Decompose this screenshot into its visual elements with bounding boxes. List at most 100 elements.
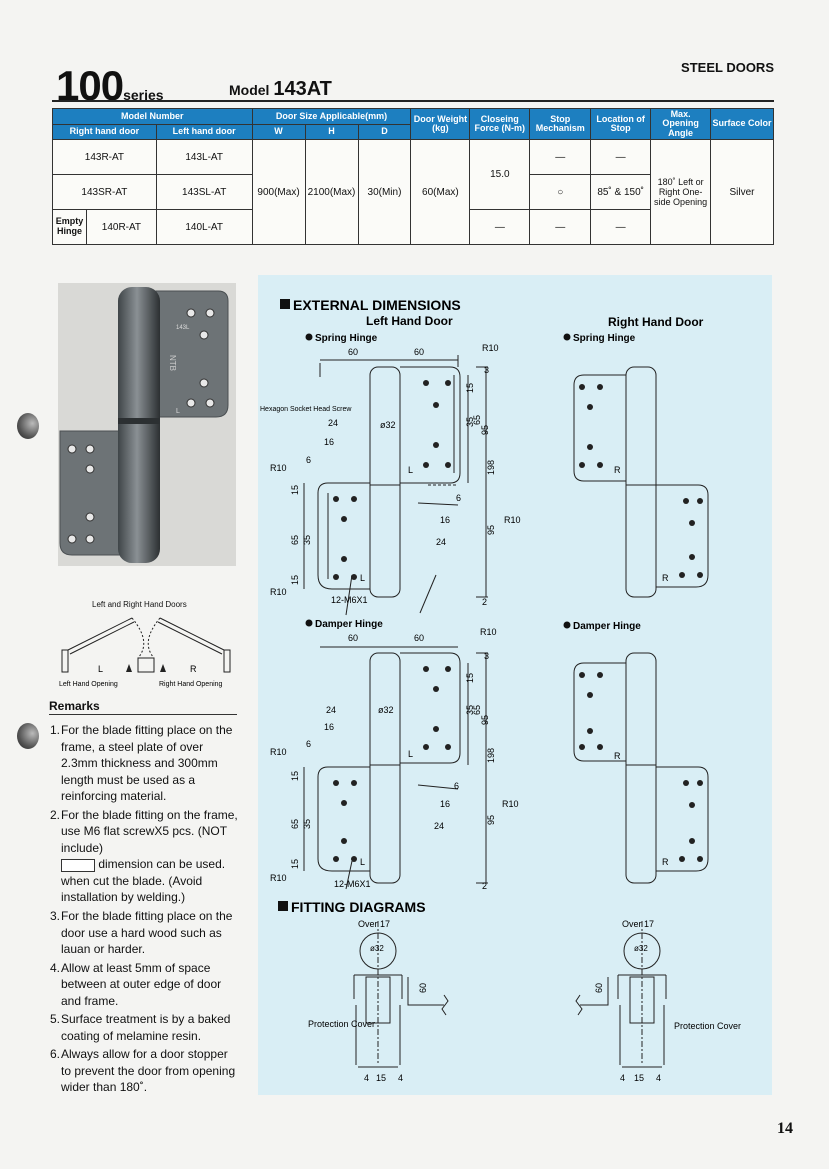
cell-force: — [469, 209, 531, 246]
category-label: STEEL DOORS [681, 60, 774, 75]
th-location-of-stop: Location of Stop [590, 107, 652, 141]
remark-num: 2. [50, 807, 61, 822]
remark-text: For the blade fitting place on the frame… [61, 723, 233, 804]
over17-label: Over 17 [622, 919, 654, 929]
dim-60: 60 [414, 633, 424, 643]
dim-2: 2 [482, 881, 487, 891]
bullet [305, 619, 313, 627]
dim-r10: R10 [482, 343, 499, 353]
cell-right-model: 143R-AT [52, 139, 157, 176]
th-right-hand: Right hand door [52, 123, 157, 141]
spring-hinge-left-label: Spring Hinge [315, 333, 378, 344]
cell-force: 15.0 [469, 139, 531, 211]
bullet [563, 333, 571, 341]
plate-side: L [176, 408, 180, 415]
list-item: 4.Allow at least 5mm of space between at… [50, 960, 238, 1010]
dim-60: 60 [348, 347, 358, 357]
cell-d: 30(Min) [357, 139, 412, 246]
mark-r: R [662, 857, 669, 867]
cell-right-model: 140R-AT [101, 221, 142, 233]
dim-15: 15 [465, 673, 475, 683]
list-item: 5.Surface treatment is by a baked coatin… [50, 1011, 238, 1044]
dim-16: 16 [440, 799, 450, 809]
mark-l: L [360, 857, 365, 867]
dim-24: 24 [436, 537, 446, 547]
doors-diagram: L R Left Hand Opening Right Hand Opening [59, 617, 231, 688]
th-closing-force: Closeing Force (N-m) [469, 107, 531, 141]
right-hand-door-title: Right Hand Door [608, 315, 704, 329]
list-item: 2.For the blade fitting on the frame, us… [50, 807, 238, 906]
cell-location: — [590, 139, 652, 176]
cell-stop: ○ [529, 174, 592, 211]
dimension-labels: 60 60 R10 Hexagon Socket Head Screw 24 1… [260, 343, 741, 1083]
dim-4: 4 [398, 1073, 403, 1083]
dim-phi32: ø32 [380, 420, 396, 430]
cell-stop: — [529, 139, 592, 176]
model-prefix: Model [229, 82, 270, 98]
dim-4: 4 [656, 1073, 661, 1083]
dim-15: 15 [465, 383, 475, 393]
empty-hinge-label: Empty Hinge [53, 210, 87, 245]
dim-198: 198 [486, 748, 496, 763]
spring-hinge-right-label: Spring Hinge [573, 333, 636, 344]
dim-phi32: ø32 [634, 944, 648, 953]
dim-6: 6 [306, 739, 311, 749]
dim-r10: R10 [270, 873, 287, 883]
dim-r10: R10 [270, 463, 287, 473]
dim-95: 95 [480, 425, 490, 435]
remark-text: For the blade fitting place on the door … [61, 909, 233, 957]
left-hand-opening: Left Hand Opening [59, 681, 118, 688]
dim-60: 60 [418, 983, 428, 993]
table-row: Empty Hinge 140R-AT 140L-AT — — — [52, 209, 774, 246]
dim-95: 95 [480, 715, 490, 725]
th-door-weight: Door Weight (kg) [410, 107, 471, 141]
remark-text: For the blade fitting on the frame, use … [61, 807, 238, 855]
dim-60: 60 [594, 983, 604, 993]
mark-l: L [408, 465, 413, 475]
dim-6: 6 [306, 455, 311, 465]
dim-60: 60 [348, 633, 358, 643]
dim-4: 4 [364, 1073, 369, 1083]
cell-left-model: 143SL-AT [155, 174, 253, 211]
dim-65: 65 [290, 535, 300, 545]
remark-num: 6. [50, 1047, 61, 1062]
model-number: 143AT [273, 78, 332, 100]
page-number: 14 [777, 1120, 793, 1137]
th-h: H [304, 123, 359, 141]
th-surface-color: Surface Color [710, 107, 774, 141]
mark-l: L [408, 749, 413, 759]
plate-brand: NTB [168, 355, 177, 371]
remarks-rule [49, 714, 237, 715]
cell-left-model: 140L-AT [155, 209, 253, 246]
dim-35: 35 [302, 819, 312, 829]
th-w: W [251, 123, 306, 141]
cell-empty-hinge-right: Empty Hinge 140R-AT [52, 209, 157, 246]
dim-15: 15 [290, 859, 300, 869]
remark-text: dimension can be used. when cut the blad… [61, 857, 226, 905]
th-door-size: Door Size Applicable(mm) [251, 108, 412, 125]
doors-diagram-title: Left and Right Hand Doors [92, 600, 187, 609]
table-row: 143R-AT 143L-AT 900(Max) 2100(Max) 30(Mi… [52, 139, 774, 246]
screw-spec: 12-M6X1 [331, 595, 368, 605]
hex-screw-label: Hexagon Socket Head Screw [260, 406, 352, 413]
remark-num: 4. [50, 960, 61, 975]
binder-hole [17, 723, 39, 749]
dim-16: 16 [440, 515, 450, 525]
dim-35: 35 [465, 417, 475, 427]
dim-35: 35 [465, 705, 475, 715]
dim-16: 16 [324, 722, 334, 732]
cell-color: Silver [710, 139, 774, 246]
remark-text: Surface treatment is by a baked coating … [61, 1012, 231, 1043]
dim-6: 6 [454, 781, 459, 791]
dim-2: 2 [482, 597, 487, 607]
dim-95: 95 [486, 815, 496, 825]
mark-r: R [614, 465, 621, 475]
cell-location: — [590, 209, 652, 246]
th-left-hand: Left hand door [155, 123, 253, 141]
technical-drawings: EXTERNAL DIMENSIONS Left Hand Door Right… [260, 297, 741, 1083]
dim-15: 15 [634, 1073, 644, 1083]
dim-198: 198 [486, 460, 496, 475]
dim-24: 24 [326, 705, 336, 715]
remark-num: 1. [50, 723, 61, 737]
dim-24: 24 [434, 821, 444, 831]
